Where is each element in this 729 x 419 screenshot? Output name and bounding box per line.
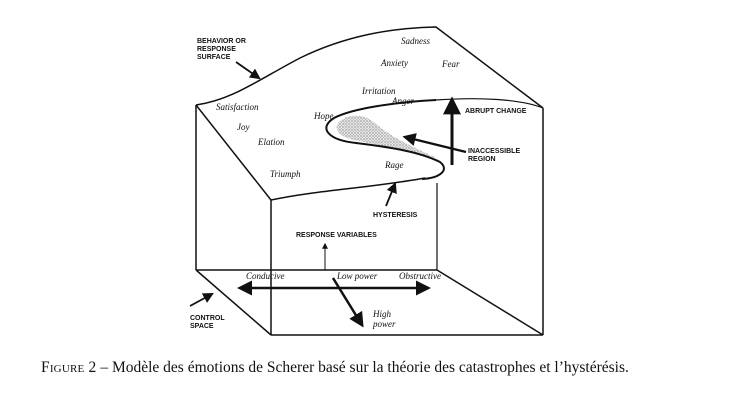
abrupt-change-label: ABRUPT CHANGE: [465, 108, 527, 115]
emotion-sadness: Sadness: [401, 36, 430, 46]
emotion-anger: Anger: [391, 96, 414, 106]
cube-front-top-diagonal: [195, 104, 272, 201]
behavior-surface-arrow: [235, 61, 261, 80]
emotion-elation: Elation: [257, 137, 285, 147]
emotion-hope: Hope: [313, 111, 334, 121]
hysteresis-label: HYSTERESIS: [373, 212, 418, 219]
control-high-power-label: High power: [372, 309, 396, 329]
inaccessible-region-arrow: [402, 133, 467, 154]
figure-caption: Figure 2 – Modèle des émotions de Schere…: [41, 354, 727, 381]
hysteresis-arrow: [385, 182, 397, 207]
control-low-power-label: Low power: [336, 271, 378, 281]
cube-bottom-left-edge: [195, 269, 272, 336]
emotion-triumph: Triumph: [270, 169, 301, 179]
catastrophe-diagram: BEHAVIOR OR RESPONSE SURFACE ABRUPT CHAN…: [189, 26, 544, 336]
emotion-satisfaction: Satisfaction: [216, 102, 259, 112]
emotion-anxiety: Anxiety: [380, 58, 408, 68]
behavior-surface-label: BEHAVIOR OR RESPONSE SURFACE: [197, 38, 248, 61]
surface-lower-sheet: [270, 177, 426, 201]
control-obstructive-label: Obstructive: [399, 271, 441, 281]
high-power-arrow: [331, 277, 364, 328]
inaccessible-region-label: INACCESSIBLE REGION: [468, 148, 522, 163]
emotion-fear: Fear: [441, 59, 460, 69]
response-variables-label: RESPONSE VARIABLES: [296, 232, 377, 239]
fold-curve: [325, 99, 445, 180]
emotion-rage: Rage: [384, 160, 404, 170]
caption-figure-label: Figure 2: [41, 359, 97, 376]
control-space-label: CONTROL SPACE: [190, 315, 226, 330]
diagram-svg: BEHAVIOR OR RESPONSE SURFACE ABRUPT CHAN…: [189, 26, 544, 336]
control-plane-right-edge: [436, 269, 544, 336]
emotion-joy: Joy: [237, 122, 250, 132]
behavior-surface-outline: [195, 26, 544, 109]
emotion-irritation: Irritation: [361, 86, 396, 96]
control-conducive-label: Conducive: [246, 271, 285, 281]
caption-separator: –: [96, 359, 112, 376]
control-space-arrow: [189, 292, 214, 307]
caption-text: Modèle des émotions de Scherer basé sur …: [111, 359, 629, 376]
inaccessible-region-fill: [336, 115, 437, 158]
